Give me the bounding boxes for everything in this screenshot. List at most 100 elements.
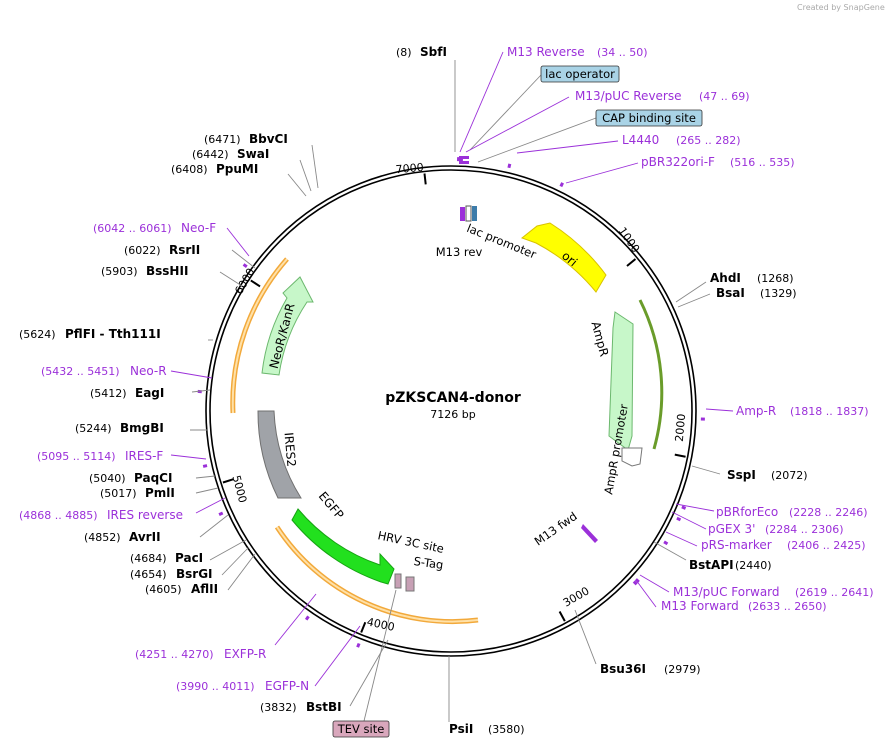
primer-mark <box>242 263 248 268</box>
leader-line <box>574 609 597 665</box>
primer-range: (2284 .. 2306) <box>765 523 844 536</box>
primer-mark <box>663 540 669 546</box>
m13-rev-feature[interactable] <box>460 207 465 221</box>
egfp-label: EGFP <box>316 489 347 522</box>
enzyme-name[interactable]: EagI <box>135 386 164 400</box>
enzyme-name[interactable]: SbfI <box>420 45 447 59</box>
tev-site-box[interactable] <box>332 720 390 738</box>
primer-name[interactable]: IRES-F <box>125 449 163 463</box>
primer-marks <box>197 156 705 648</box>
primer-range: (4868 .. 4885) <box>19 509 98 522</box>
enzyme-name[interactable]: AvrII <box>129 530 161 544</box>
primer-name[interactable]: pBRforEco <box>716 505 778 519</box>
enzyme-name[interactable]: BmgBI <box>120 421 164 435</box>
hrv-3c-site-feature[interactable] <box>394 573 402 589</box>
cap-site-feature[interactable] <box>472 206 477 221</box>
m13-fwd-feature[interactable] <box>581 524 598 543</box>
leader-line <box>226 227 250 257</box>
primer-name[interactable]: pGEX 3' <box>708 522 755 536</box>
enzyme-position: (5017) <box>100 487 137 500</box>
enzyme-name[interactable]: BsrGI <box>176 567 213 581</box>
leader-line <box>635 579 657 608</box>
leader-line <box>459 51 504 153</box>
enzyme-position: (1268) <box>757 272 794 285</box>
egfp-feature[interactable] <box>291 508 395 585</box>
enzyme-position: (5903) <box>101 265 138 278</box>
primer-name[interactable]: M13 Reverse <box>507 45 585 59</box>
enzyme-name[interactable]: AhdI <box>710 271 741 285</box>
orange-region-left-inner <box>231 258 288 414</box>
primer-name[interactable]: M13 Forward <box>661 599 739 613</box>
ires2-label: IRES2 <box>281 432 298 468</box>
leader-line <box>675 503 715 512</box>
primer-name[interactable]: pRS-marker <box>701 538 772 552</box>
leader-line <box>465 96 570 153</box>
leader-lines <box>170 51 734 722</box>
primer-mark <box>218 511 224 516</box>
enzyme-name[interactable]: PsiI <box>449 722 473 736</box>
primer-mark <box>507 163 512 169</box>
cap-binding-site-box[interactable] <box>595 109 703 127</box>
backbone-inner <box>209 169 693 653</box>
enzyme-position: (5624) <box>19 328 56 341</box>
enzyme-name[interactable]: BstBI <box>306 700 342 714</box>
primer-range: (2406 .. 2425) <box>787 539 866 552</box>
lac-operator-label: lac operator <box>545 67 615 81</box>
lac-operator-box[interactable] <box>540 65 620 83</box>
leader-line <box>639 574 670 593</box>
lac-promoter-feature[interactable] <box>465 205 472 222</box>
tick-label-2000: 2000 <box>673 413 688 442</box>
s-tag-feature[interactable] <box>405 576 415 592</box>
ampr-promoter-feature[interactable] <box>621 447 643 467</box>
enzyme-name[interactable]: BssHII <box>146 264 188 278</box>
enzyme-name[interactable]: BstAPI <box>689 558 734 572</box>
enzyme-position: (5412) <box>90 387 127 400</box>
enzyme-name[interactable]: PmlI <box>145 486 175 500</box>
enzyme-position: (8) <box>396 46 412 59</box>
primer-name[interactable]: IRES reverse <box>107 508 183 522</box>
primer-name[interactable]: M13/pUC Forward <box>673 585 780 599</box>
ires2-feature[interactable] <box>257 410 302 499</box>
enzyme-name[interactable]: AflII <box>191 582 218 596</box>
tick-5000 <box>222 478 234 484</box>
primer-mark <box>304 615 310 621</box>
primer-name[interactable]: EXFP-R <box>224 647 266 661</box>
primer-name[interactable]: Neo-F <box>181 221 216 235</box>
enzyme-name[interactable]: SwaI <box>237 147 269 161</box>
primer-range: (2228 .. 2246) <box>789 506 868 519</box>
enzyme-name[interactable]: Bsu36I <box>600 662 646 676</box>
leader-line <box>209 539 247 561</box>
enzyme-name[interactable]: PaqCI <box>134 471 172 485</box>
primer-range: (4251 .. 4270) <box>135 648 214 661</box>
primer-mark <box>559 182 564 188</box>
primer-mark <box>459 156 469 159</box>
enzyme-name[interactable]: PpuMI <box>216 162 258 176</box>
site-labels: (8)SbfI(6471)BbvCI(6442)SwaI(6408)PpuMI(… <box>19 45 874 736</box>
backbone-outer <box>205 165 697 657</box>
enzyme-name[interactable]: PacI <box>175 551 203 565</box>
enzyme-name[interactable]: RsrII <box>169 243 200 257</box>
leader-line <box>516 140 619 154</box>
primer-name[interactable]: pBR322ori-F <box>641 155 715 169</box>
neor-kanr-feature[interactable] <box>261 276 314 376</box>
primer-name[interactable]: Amp-R <box>736 404 776 418</box>
leader-line <box>653 541 687 561</box>
enzyme-name[interactable]: PflFI - Tth111I <box>65 327 161 341</box>
enzyme-name[interactable]: SspI <box>727 468 756 482</box>
enzyme-name[interactable]: BbvCI <box>249 132 288 146</box>
primer-name[interactable]: M13/pUC Reverse <box>575 89 682 103</box>
ori-feature[interactable] <box>520 222 607 293</box>
snapgene-watermark: Created by SnapGene <box>797 3 885 12</box>
leader-line <box>349 639 389 707</box>
primer-range: (3990 .. 4011) <box>176 680 255 693</box>
leader-line <box>274 593 317 646</box>
enzyme-name[interactable]: BsaI <box>716 286 745 300</box>
primer-range: (2619 .. 2641) <box>795 586 874 599</box>
primer-name[interactable]: L4440 <box>622 133 659 147</box>
primer-name[interactable]: EGFP-N <box>265 679 309 693</box>
primer-range: (265 .. 282) <box>676 134 741 147</box>
leader-line <box>469 74 542 151</box>
primer-name[interactable]: Neo-R <box>130 364 167 378</box>
m13-fwd-label: M13 fwd <box>532 509 580 548</box>
enzyme-position: (1329) <box>760 287 797 300</box>
